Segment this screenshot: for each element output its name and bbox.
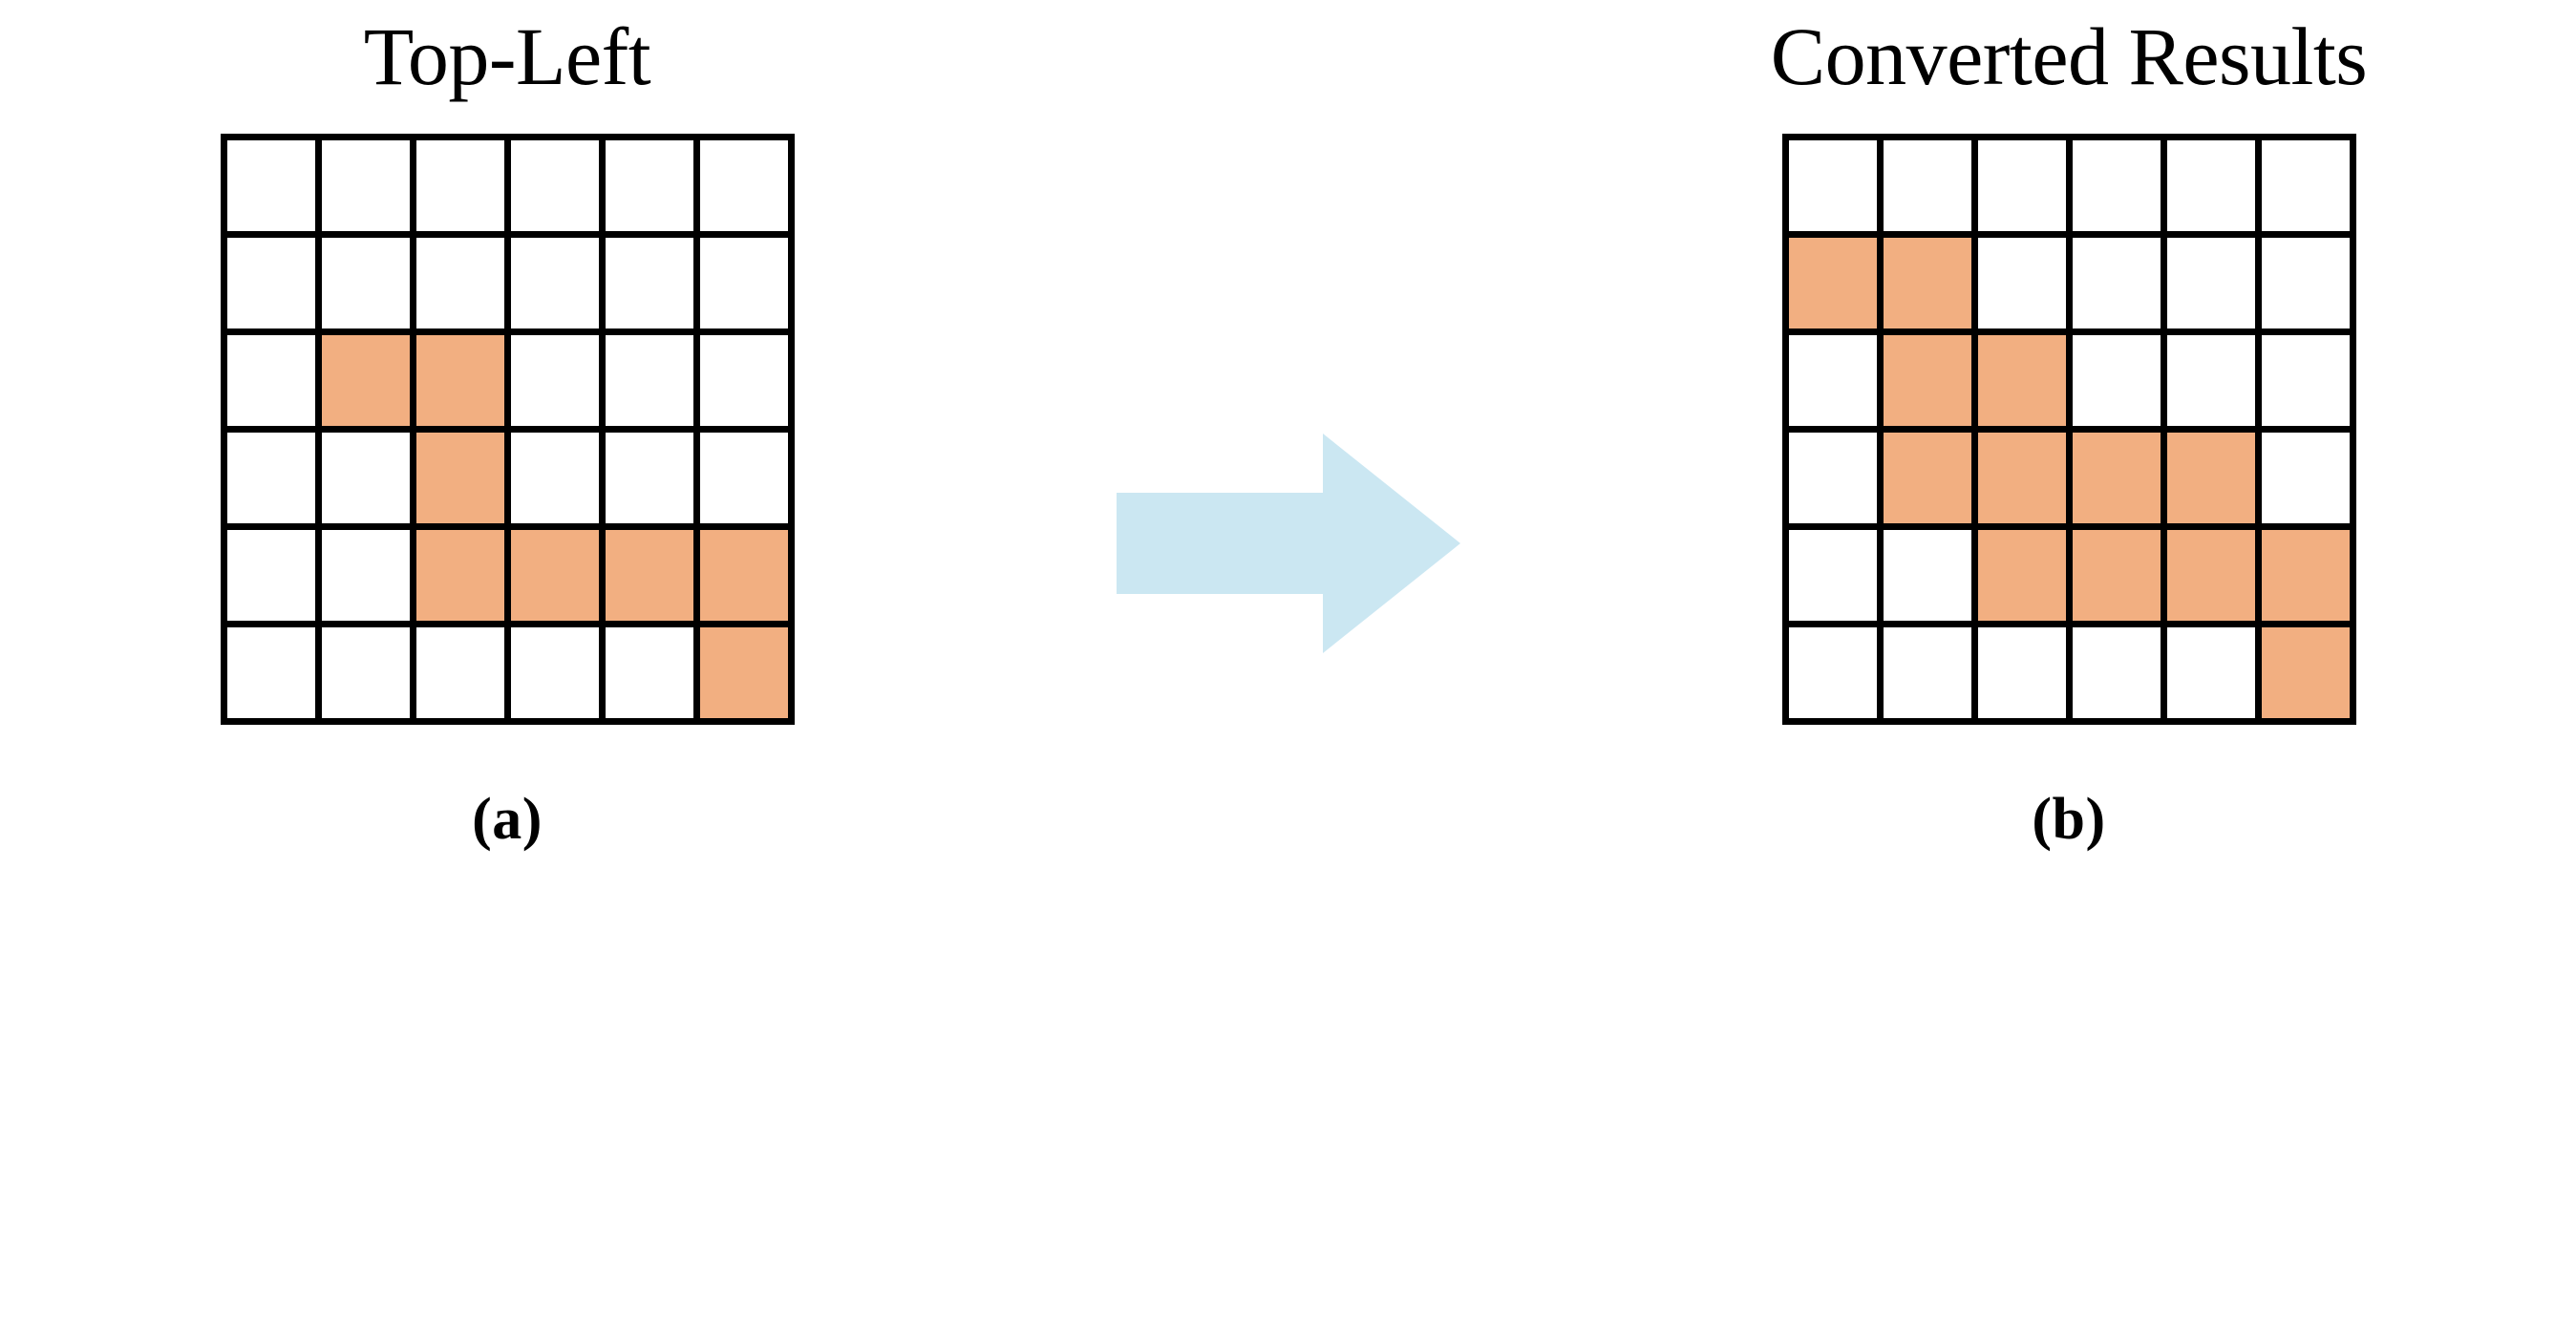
panel-a-grid-wrap (220, 134, 795, 725)
grid-a-cell-r6c2 (321, 627, 410, 718)
grid-a-cell-r1c4 (510, 140, 599, 231)
grid-b-cell-r3c3 (1977, 335, 2066, 426)
panel-b: Converted Results (b) (1586, 0, 2551, 849)
grid-a-cell-r5c3 (415, 530, 504, 621)
grid-a-cell-r6c3 (415, 627, 504, 718)
grid-a-cell-r4c3 (415, 433, 504, 523)
grid-a-cell-r5c2 (321, 530, 410, 621)
grid-a-cell-r6c5 (605, 627, 693, 718)
grid-b-cell-r3c5 (2166, 335, 2255, 426)
grid-b-cell-r5c1 (1788, 530, 1877, 621)
grid-b-cell-r5c5 (2166, 530, 2255, 621)
grid-a-cell-r5c5 (605, 530, 693, 621)
grid-b-cell-r2c5 (2166, 238, 2255, 328)
grid-b-cell-r2c4 (2072, 238, 2161, 328)
grid-b-cell-r1c2 (1883, 140, 1971, 231)
grid-b-cell-r6c2 (1883, 627, 1971, 718)
grid-b-cell-r6c6 (2261, 627, 2350, 718)
grid-a-cell-r1c6 (699, 140, 788, 231)
grid-a-cell-r4c6 (699, 433, 788, 523)
grid-b-cell-r5c2 (1883, 530, 1971, 621)
grid-b-cell-r1c3 (1977, 140, 2066, 231)
grid-a-cell-r2c1 (226, 238, 315, 328)
grid-a-cell-r4c1 (226, 433, 315, 523)
grid-a-cell-r1c1 (226, 140, 315, 231)
grid-b-cell-r6c3 (1977, 627, 2066, 718)
panel-b-title: Converted Results (1770, 11, 2368, 102)
grid-a-cell-r4c4 (510, 433, 599, 523)
grid-b-cell-r4c4 (2072, 433, 2161, 523)
grid-a-cell-r5c1 (226, 530, 315, 621)
grid-a-cell-r1c2 (321, 140, 410, 231)
grid-b-cell-r2c3 (1977, 238, 2066, 328)
grid-a-cell-r2c5 (605, 238, 693, 328)
grid-b-cell-r1c1 (1788, 140, 1877, 231)
grid-b-cell-r1c6 (2261, 140, 2350, 231)
grid-a-cell-r6c1 (226, 627, 315, 718)
grid-b-cell-r4c5 (2166, 433, 2255, 523)
grid-a-cell-r4c2 (321, 433, 410, 523)
grid-b-cell-r2c1 (1788, 238, 1877, 328)
grid-b-cell-r6c1 (1788, 627, 1877, 718)
grid-a-cell-r3c1 (226, 335, 315, 426)
grid-b (1781, 134, 2356, 725)
grid-a-cell-r6c4 (510, 627, 599, 718)
grid-b-cell-r5c3 (1977, 530, 2066, 621)
grid-b-cell-r5c4 (2072, 530, 2161, 621)
panel-b-grid-wrap (1781, 134, 2356, 725)
grid-b-cell-r3c2 (1883, 335, 1971, 426)
grid-a (220, 134, 795, 725)
grid-b-cell-r4c3 (1977, 433, 2066, 523)
arrow-area (992, 0, 1585, 1211)
panel-b-caption: (b) (2032, 787, 2106, 852)
grid-a-cell-r4c5 (605, 433, 693, 523)
grid-a-cell-r1c5 (605, 140, 693, 231)
grid-b-cell-r3c6 (2261, 335, 2350, 426)
grid-a-cell-r3c4 (510, 335, 599, 426)
grid-b-cell-r6c5 (2166, 627, 2255, 718)
grid-a-cell-r2c6 (699, 238, 788, 328)
right-arrow-icon (1116, 434, 1460, 653)
grid-b-cell-r3c1 (1788, 335, 1877, 426)
grid-b-cell-r1c5 (2166, 140, 2255, 231)
grid-b-cell-r2c6 (2261, 238, 2350, 328)
grid-b-cell-r3c4 (2072, 335, 2161, 426)
grid-a-cell-r2c2 (321, 238, 410, 328)
grid-a-cell-r6c6 (699, 627, 788, 718)
panel-a: Top-Left (a) (25, 0, 990, 849)
grid-b-cell-r4c1 (1788, 433, 1877, 523)
grid-a-cell-r2c4 (510, 238, 599, 328)
grid-b-cell-r5c6 (2261, 530, 2350, 621)
grid-a-cell-r1c3 (415, 140, 504, 231)
grid-a-cell-r5c4 (510, 530, 599, 621)
panel-a-caption: (a) (472, 787, 543, 852)
grid-a-cell-r3c5 (605, 335, 693, 426)
grid-b-cell-r4c6 (2261, 433, 2350, 523)
grid-a-cell-r3c2 (321, 335, 410, 426)
grid-a-cell-r2c3 (415, 238, 504, 328)
grid-a-cell-r3c3 (415, 335, 504, 426)
grid-b-cell-r2c2 (1883, 238, 1971, 328)
grid-b-cell-r1c4 (2072, 140, 2161, 231)
grid-b-cell-r4c2 (1883, 433, 1971, 523)
panel-a-title: Top-Left (363, 11, 651, 102)
grid-a-cell-r3c6 (699, 335, 788, 426)
grid-b-cell-r6c4 (2072, 627, 2161, 718)
grid-a-cell-r5c6 (699, 530, 788, 621)
